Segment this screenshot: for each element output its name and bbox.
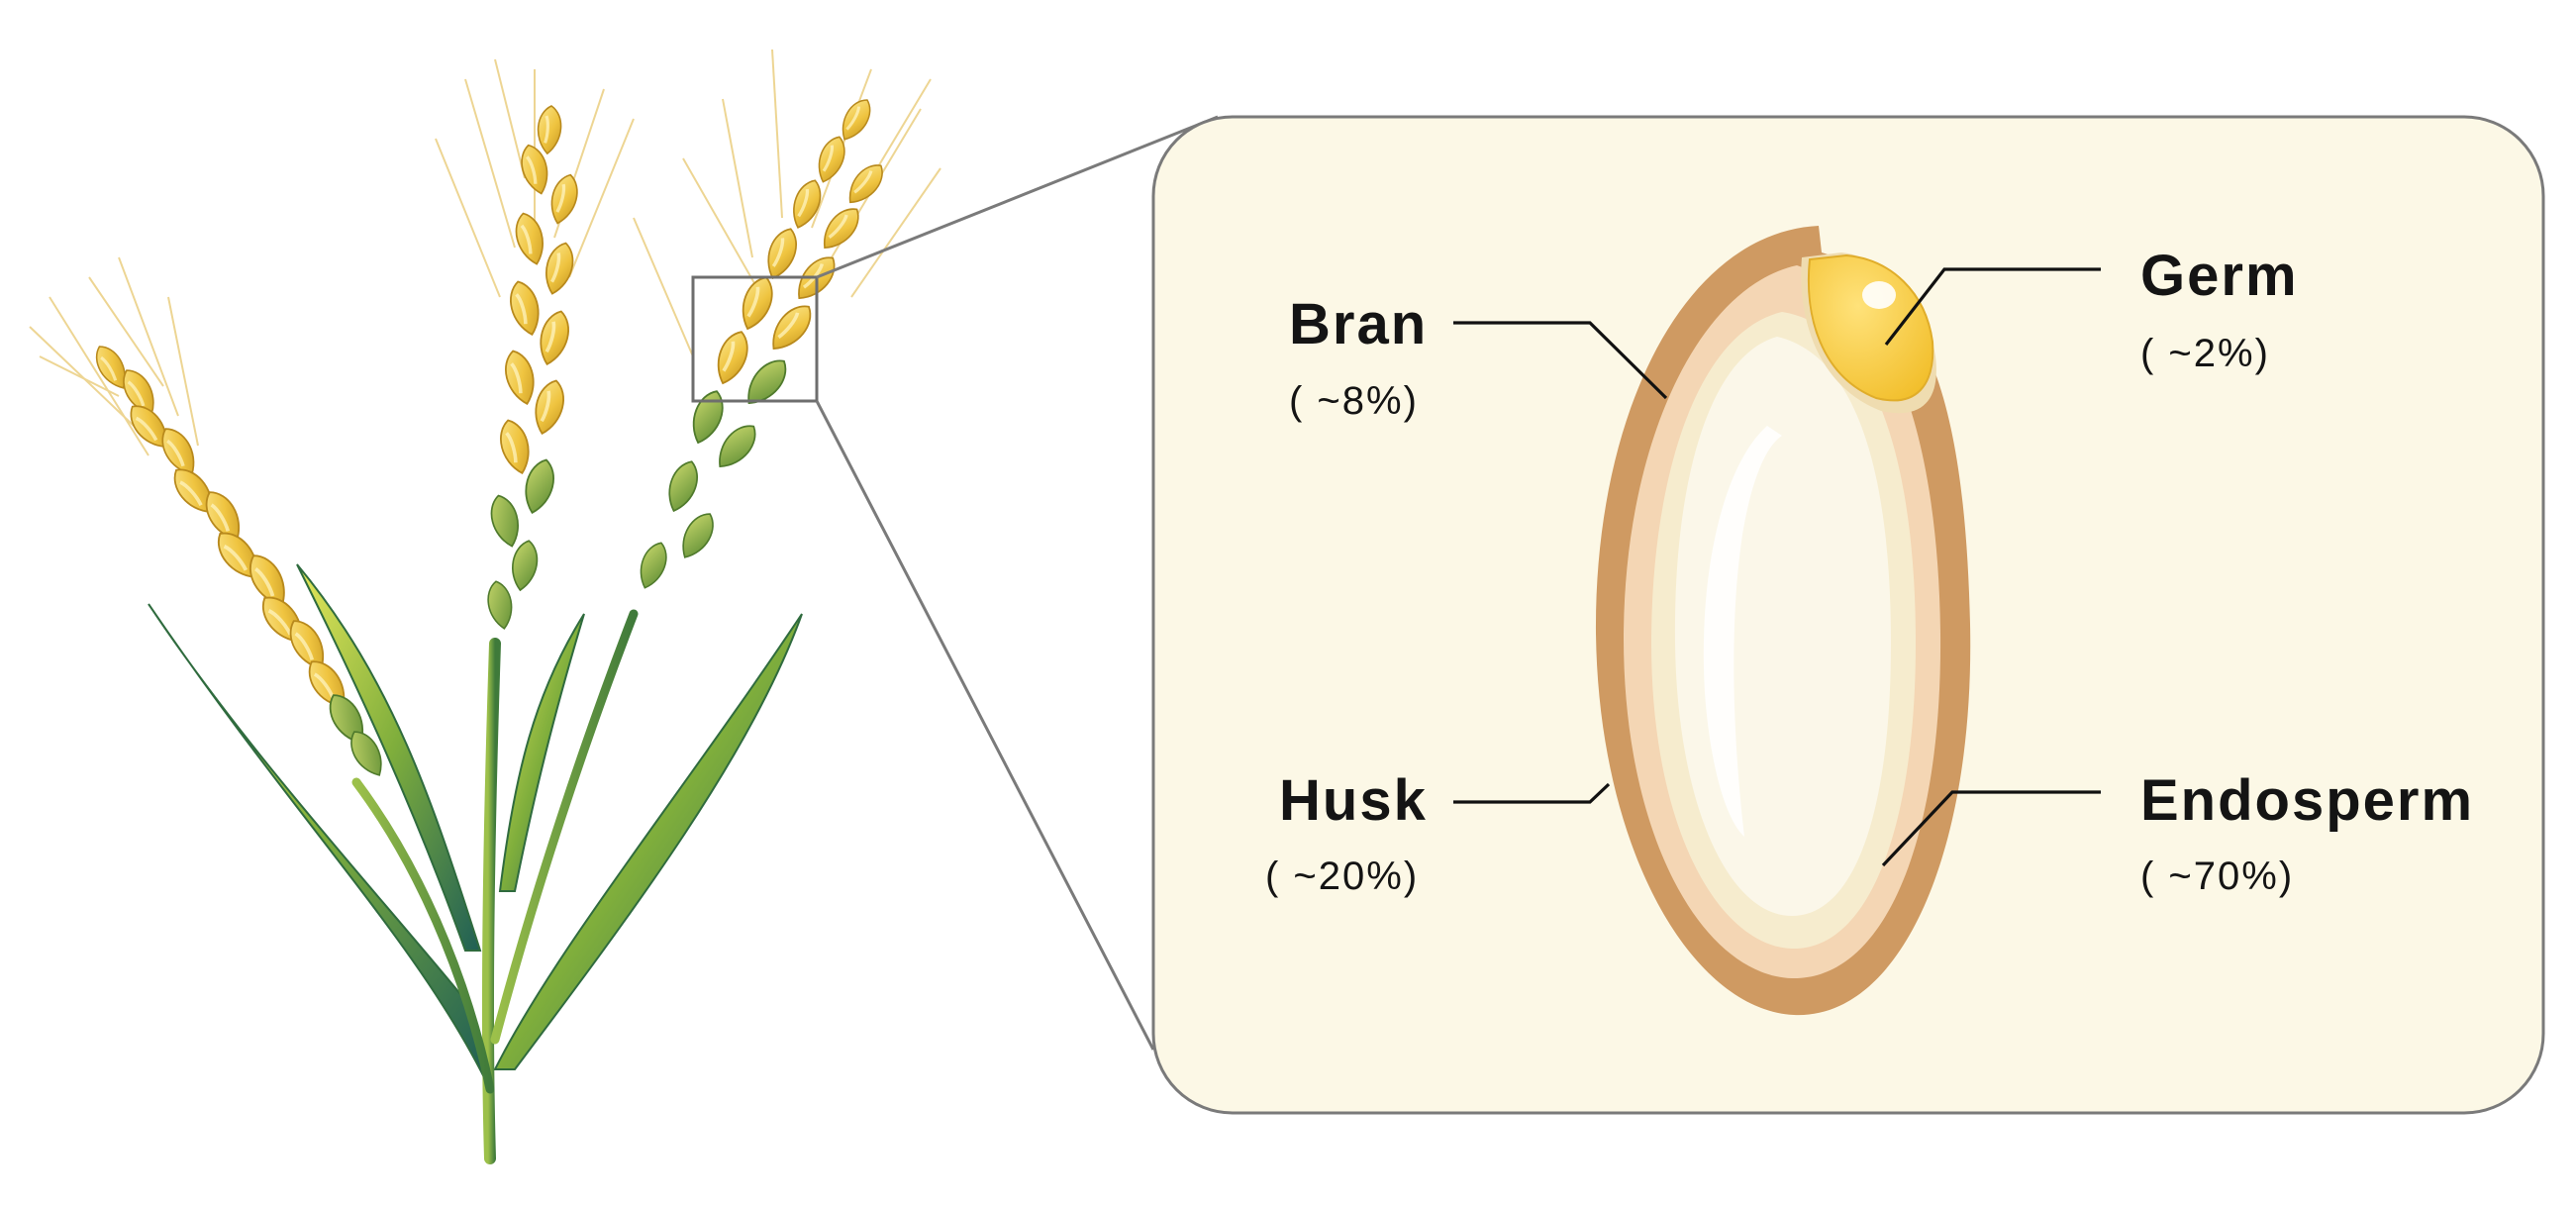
wheat-ear-middle: [483, 103, 584, 632]
husk-label: Husk: [1279, 768, 1428, 833]
wheat-plant-illustration: [29, 49, 941, 1164]
wheat-ear-left: [87, 339, 391, 782]
husk-percent: ( ~20%): [1265, 855, 1419, 898]
germ-layer: [1807, 253, 1934, 402]
bran-percent: ( ~8%): [1289, 379, 1419, 423]
wheat-stems: [351, 609, 639, 1164]
endosperm-percent: ( ~70%): [2140, 855, 2294, 898]
bran-leader: [1453, 321, 1668, 400]
bran-label-group: Bran ( ~8%): [1289, 292, 1428, 423]
germ-label: Germ: [2140, 244, 2299, 308]
germ-leader: [1884, 267, 2101, 346]
germ-highlight: [1862, 281, 1896, 309]
wheat-awns: [29, 49, 941, 456]
wheat-leaves: [148, 563, 803, 1080]
grain-highlight: [1703, 426, 1782, 837]
husk-leader: [1453, 782, 1611, 804]
germ-percent: ( ~2%): [2140, 332, 2270, 375]
germ-label-group: Germ ( ~2%): [2140, 244, 2299, 375]
zoom-box: [691, 275, 819, 403]
wheat-ear-right: [633, 93, 892, 593]
endosperm-label: Endosperm: [2140, 768, 2474, 833]
grain-cross-section: [1595, 226, 1971, 1016]
bran-label: Bran: [1289, 292, 1428, 356]
leader-lines: [1453, 267, 2101, 867]
zoom-connector-lines: [815, 115, 1219, 1051]
husk-label-group: Husk ( ~20%): [1265, 768, 1428, 898]
endosperm-leader: [1881, 790, 2101, 867]
endosperm-label-group: Endosperm ( ~70%): [2140, 768, 2474, 898]
